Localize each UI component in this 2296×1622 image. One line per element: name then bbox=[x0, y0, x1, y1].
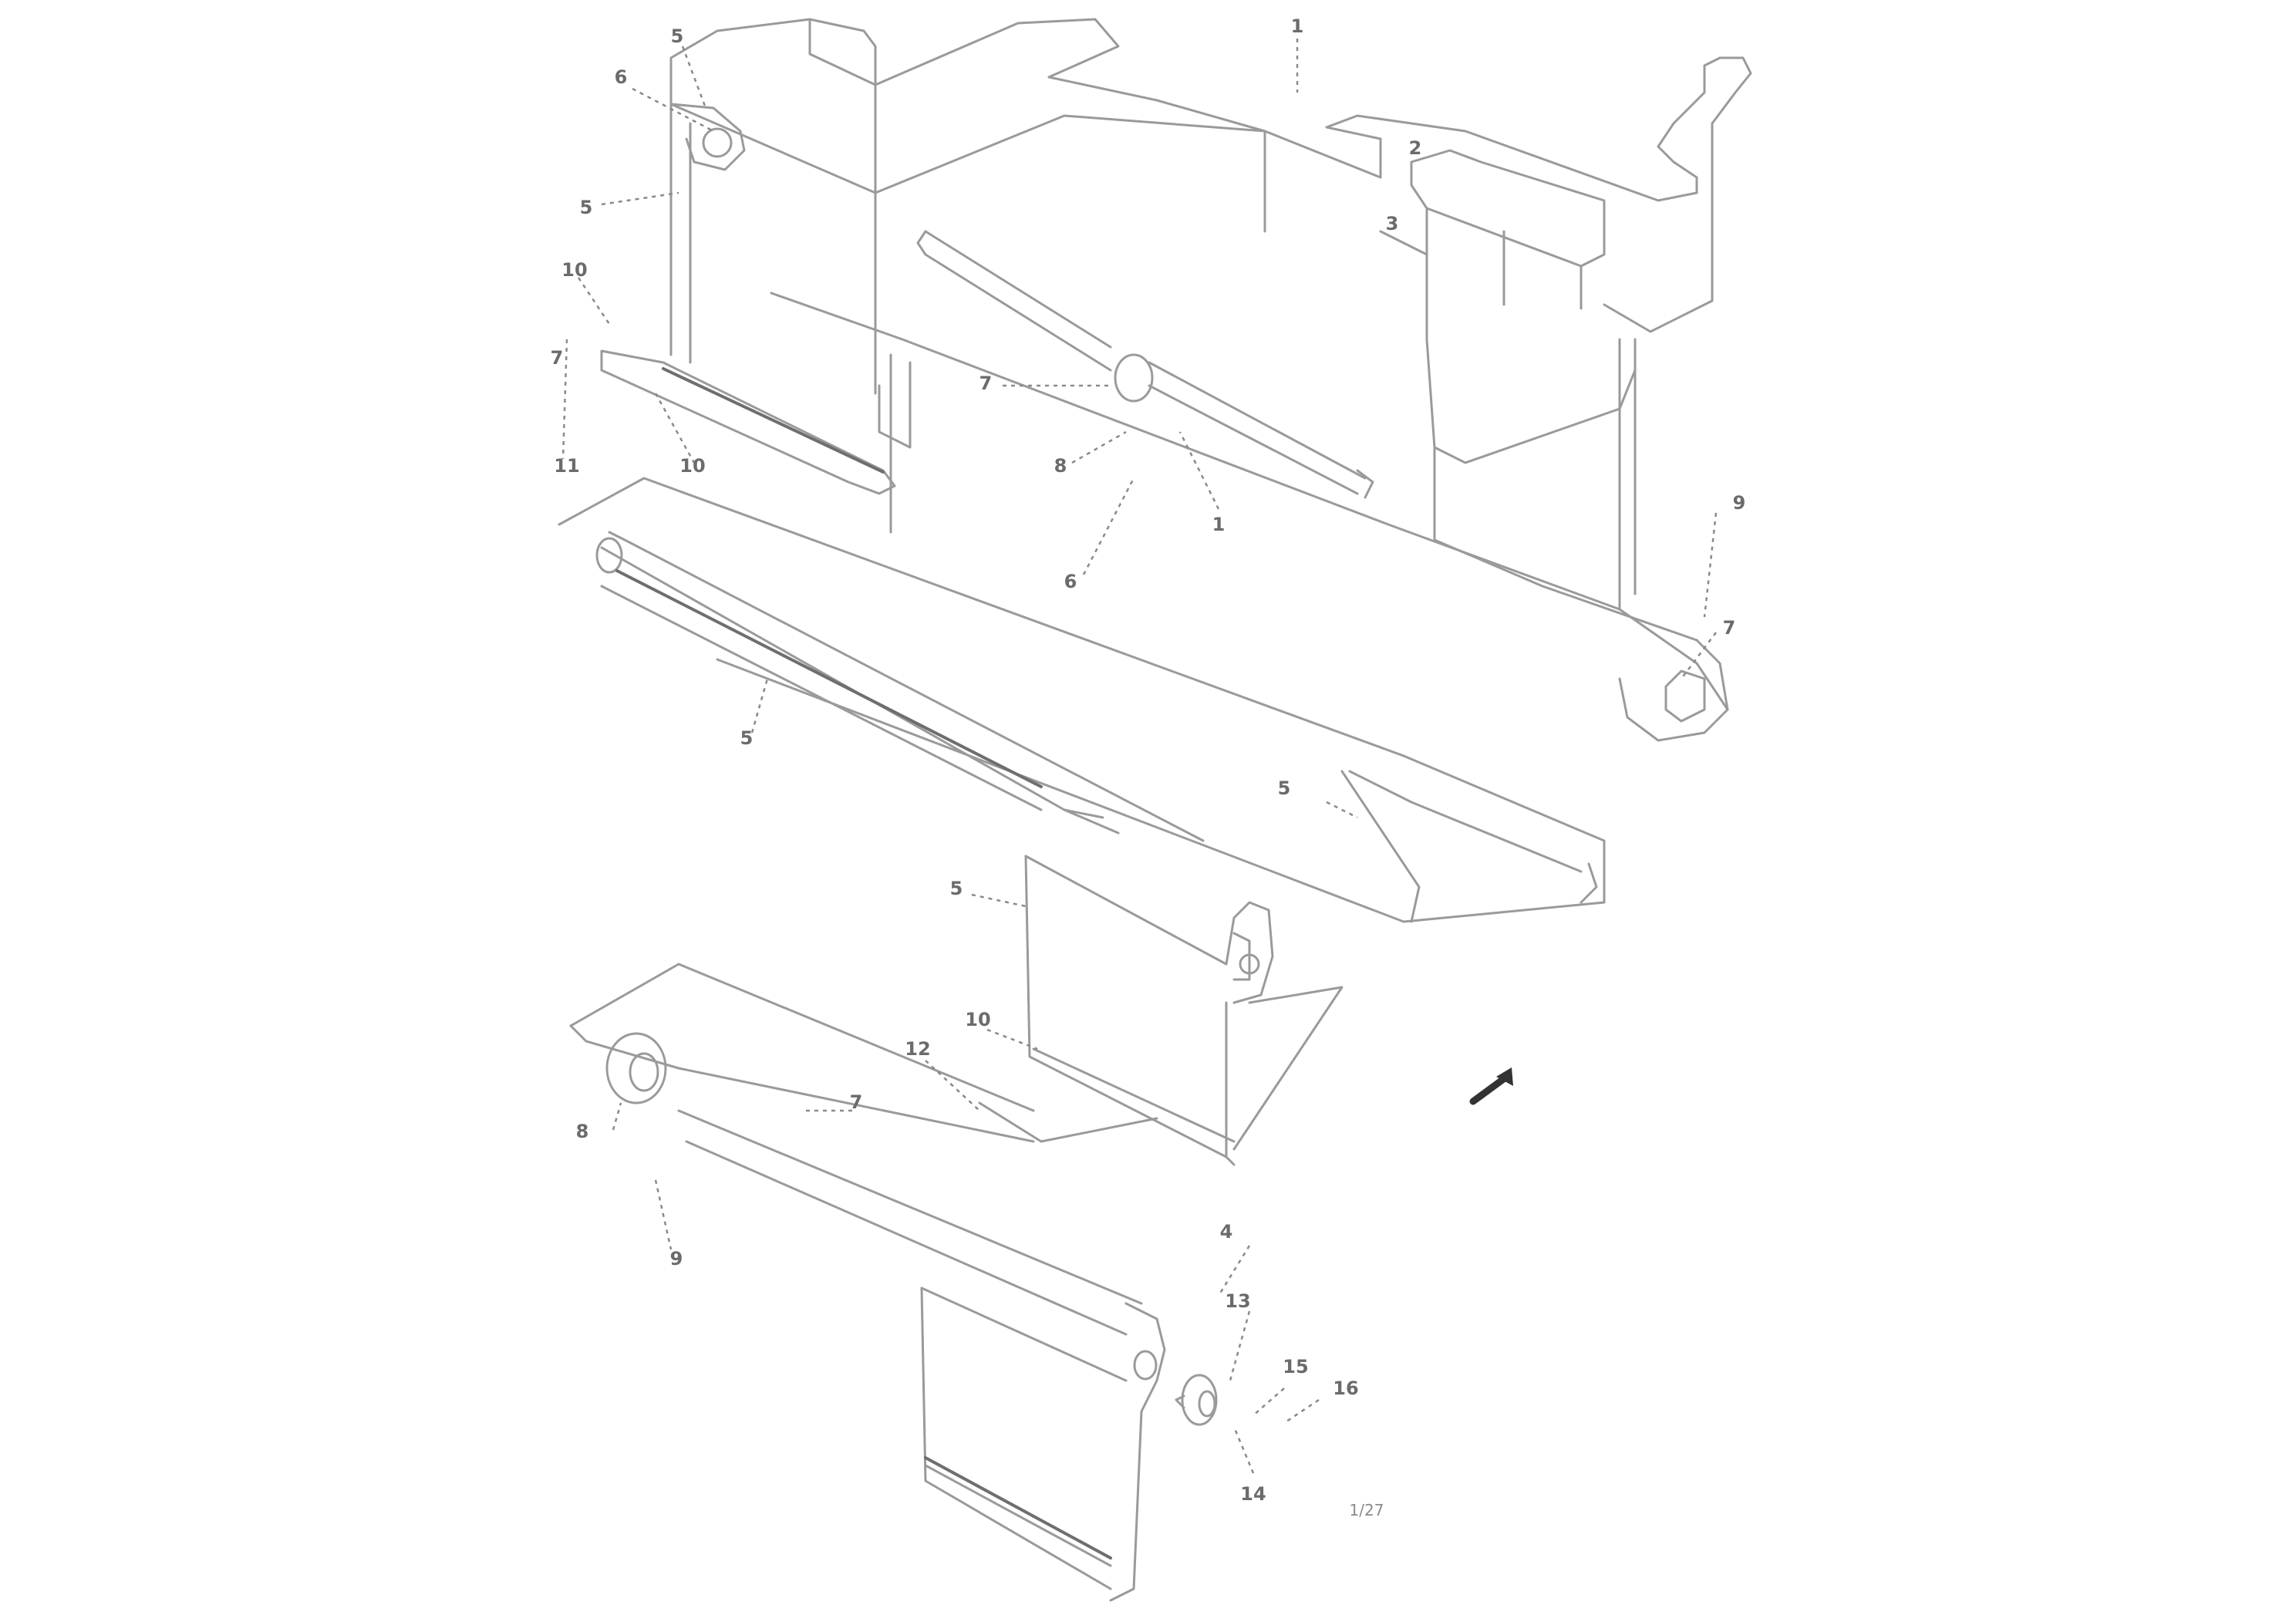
callout-label: 10 bbox=[965, 1009, 990, 1030]
callout-label: 5 bbox=[740, 727, 754, 749]
callout-label: 15 bbox=[1283, 1356, 1308, 1378]
callout-label: 3 bbox=[1386, 213, 1399, 234]
leader-lines bbox=[561, 39, 1718, 1474]
lower-arm bbox=[569, 963, 1166, 1602]
callout-label: 7 bbox=[1723, 617, 1736, 639]
middle-flap bbox=[978, 855, 1344, 1166]
callout-label: 16 bbox=[1333, 1378, 1358, 1399]
callout-label: 4 bbox=[1220, 1221, 1233, 1243]
callout-label: 7 bbox=[850, 1091, 863, 1113]
callout-label: 14 bbox=[1240, 1483, 1266, 1505]
callout-label: 5 bbox=[671, 25, 684, 47]
callout-label: 7 bbox=[979, 373, 993, 394]
bottom-flap bbox=[920, 1286, 1128, 1590]
callout-label: 8 bbox=[1054, 455, 1067, 477]
left-roller-assembly bbox=[600, 103, 896, 534]
callout-label: 10 bbox=[561, 259, 587, 281]
direction-arrow-icon bbox=[1469, 1067, 1513, 1105]
callout-label: 2 bbox=[1409, 137, 1422, 159]
upper-housing bbox=[669, 18, 1752, 742]
callout-label: 5 bbox=[580, 197, 593, 218]
callout-label: 7 bbox=[551, 347, 564, 369]
callout-label: 6 bbox=[615, 66, 628, 88]
callout-label: 11 bbox=[554, 455, 579, 477]
callout-label: 8 bbox=[576, 1121, 589, 1142]
callout-label: 12 bbox=[905, 1038, 930, 1060]
callout-label: 1 bbox=[1212, 514, 1226, 535]
pin-and-washer bbox=[1175, 1374, 1218, 1426]
callout-label: 9 bbox=[1733, 492, 1746, 514]
callout-label: 1 bbox=[1291, 15, 1304, 37]
callout-label: 9 bbox=[670, 1248, 683, 1270]
callout-label: 13 bbox=[1225, 1290, 1250, 1312]
callout-label: 5 bbox=[1278, 777, 1291, 799]
callout-label: 5 bbox=[950, 878, 963, 899]
long-plate bbox=[558, 477, 1606, 923]
hydraulic-cylinder bbox=[916, 230, 1374, 499]
figure-code: 1/27 bbox=[1350, 1501, 1384, 1519]
callout-label: 10 bbox=[679, 455, 705, 477]
callout-labels: 1 5 6 5 10 7 11 10 2 3 7 8 1 6 9 7 5 5 5… bbox=[551, 15, 1746, 1519]
callout-label: 6 bbox=[1064, 571, 1077, 592]
